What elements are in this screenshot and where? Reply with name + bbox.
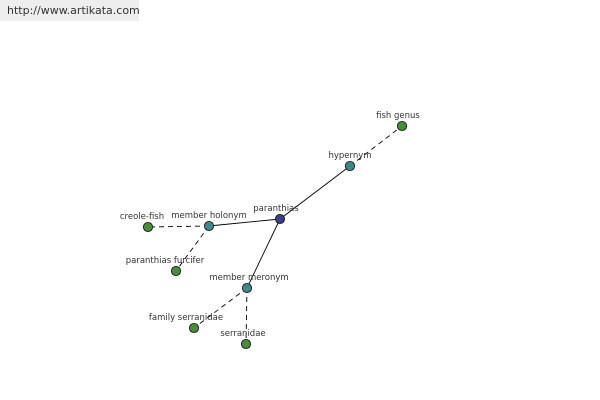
- node-fish-genus[interactable]: fish genus: [376, 111, 420, 132]
- node-label-member-meronym[interactable]: member meronym: [209, 273, 288, 283]
- edge-paranthias-to-hypernym: [279, 165, 351, 220]
- node-member-meronym[interactable]: member meronym: [209, 273, 289, 294]
- node-dot-hypernym[interactable]: [344, 160, 356, 172]
- node-label-paranthias[interactable]: paranthias: [253, 204, 299, 214]
- edge-member-meronym-to-family-serranidae: [193, 287, 248, 329]
- node-family-serranidae[interactable]: family serranidae: [149, 313, 223, 334]
- edges-layer: [147, 125, 403, 345]
- node-label-serranidae[interactable]: serranidae: [220, 329, 265, 339]
- node-label-member-holonym[interactable]: member holonym: [171, 211, 246, 221]
- node-paranthias[interactable]: paranthias: [253, 204, 299, 225]
- node-label-creole-fish[interactable]: creole-fish: [120, 212, 164, 222]
- node-label-family-serranidae[interactable]: family serranidae: [149, 313, 223, 323]
- node-dot-creole-fish[interactable]: [142, 221, 154, 233]
- node-dot-paranthias[interactable]: [274, 213, 286, 225]
- edge-paranthias-to-member-holonym: [208, 218, 281, 227]
- node-dot-family-serranidae[interactable]: [188, 322, 200, 334]
- nodes-layer: paranthias hypernym fish genus member holon…: [120, 111, 420, 350]
- edge-hypernym-to-fish-genus: [349, 125, 403, 167]
- edge-member-meronym-to-serranidae: [245, 287, 248, 345]
- node-member-holonym[interactable]: member holonym: [171, 211, 247, 232]
- node-hypernym[interactable]: hypernym: [328, 151, 372, 172]
- node-label-paranthias-furcifer[interactable]: paranthias furcifer: [126, 256, 205, 266]
- edge-member-holonym-to-paranthias-furcifer: [175, 225, 210, 272]
- node-dot-serranidae[interactable]: [240, 338, 252, 350]
- node-creole-fish[interactable]: creole-fish: [120, 212, 164, 233]
- edge-paranthias-to-member-meronym: [246, 218, 281, 289]
- node-dot-paranthias-furcifer[interactable]: [170, 265, 182, 277]
- node-label-hypernym[interactable]: hypernym: [328, 151, 371, 161]
- node-dot-fish-genus[interactable]: [396, 120, 408, 132]
- node-label-fish-genus[interactable]: fish genus: [376, 111, 420, 121]
- edge-member-holonym-to-creole-fish: [147, 225, 210, 228]
- node-dot-member-holonym[interactable]: [203, 220, 215, 232]
- node-serranidae[interactable]: serranidae: [220, 329, 266, 350]
- node-dot-member-meronym[interactable]: [241, 282, 253, 294]
- site-url-label[interactable]: http://www.artikata.com: [0, 0, 140, 21]
- node-paranthias-furcifer[interactable]: paranthias furcifer: [126, 256, 205, 277]
